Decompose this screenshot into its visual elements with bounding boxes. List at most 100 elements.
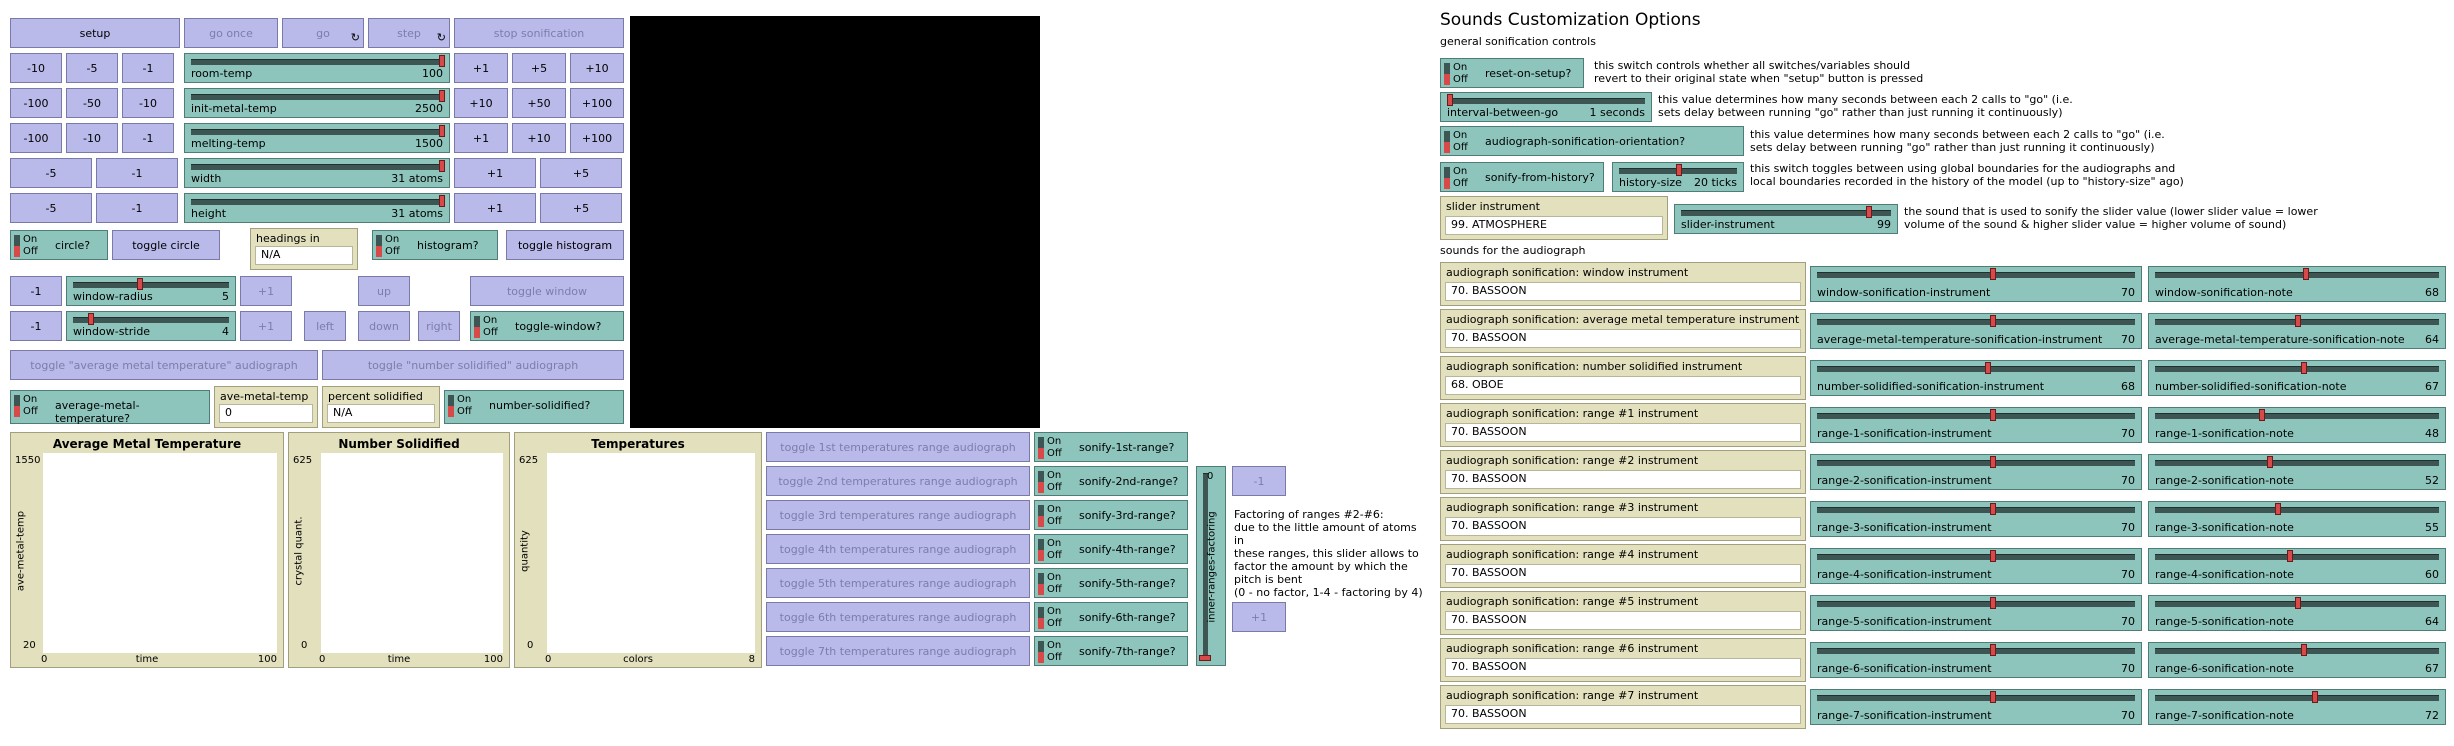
switch-toggle[interactable] (1444, 63, 1450, 85)
slider-track[interactable] (1817, 366, 2135, 372)
window-minus-button[interactable]: -1 (10, 311, 62, 341)
monitor-value[interactable]: 70. BASSOON (1445, 564, 1801, 583)
monitor-value[interactable]: 70. BASSOON (1445, 423, 1801, 442)
slider-track[interactable] (2155, 695, 2439, 701)
slider-track[interactable] (1203, 473, 1208, 659)
window-plus-button[interactable]: +1 (240, 276, 292, 306)
toggle-range-3-audiograph-button[interactable]: toggle 3rd temperatures range audiograph (766, 500, 1030, 530)
slider-track[interactable] (2155, 366, 2439, 372)
slider-thumb[interactable] (2303, 268, 2310, 280)
slider-track[interactable] (191, 129, 443, 135)
slider-thumb[interactable] (2258, 409, 2265, 421)
world-view[interactable] (630, 16, 1040, 428)
toggle-circle-button[interactable]: toggle circle (112, 230, 220, 260)
slider-thumb[interactable] (1866, 206, 1873, 218)
slider-track[interactable] (1817, 554, 2135, 560)
toggle-range-5-audiograph-button[interactable]: toggle 5th temperatures range audiograph (766, 568, 1030, 598)
slider-track[interactable] (1817, 319, 2135, 325)
slider-thumb[interactable] (2300, 644, 2307, 656)
decrement-button[interactable]: -10 (66, 123, 118, 153)
plot-area[interactable] (43, 453, 277, 653)
slider-track[interactable] (1817, 460, 2135, 466)
slider-thumb[interactable] (2275, 503, 2282, 515)
decrement-button[interactable]: -5 (66, 53, 118, 83)
right-button[interactable]: right (418, 311, 460, 341)
slider-thumb[interactable] (1989, 550, 1996, 562)
slider-thumb[interactable] (1989, 315, 1996, 327)
slider-thumb[interactable] (1989, 597, 1996, 609)
monitor-value[interactable]: 99. ATMOSPHERE (1445, 216, 1663, 235)
slider-thumb[interactable] (439, 160, 445, 172)
slider-track[interactable] (2155, 554, 2439, 560)
step-button[interactable]: step↻ (368, 18, 450, 48)
switch-toggle[interactable] (14, 395, 20, 417)
slider-thumb[interactable] (2295, 315, 2301, 327)
toggle-range-6-audiograph-button[interactable]: toggle 6th temperatures range audiograph (766, 602, 1030, 632)
increment-button[interactable]: +1 (454, 193, 536, 223)
switch-toggle[interactable] (1038, 641, 1044, 663)
slider-track[interactable] (2155, 648, 2439, 654)
slider-thumb[interactable] (88, 313, 95, 325)
slider-track[interactable] (191, 94, 443, 100)
slider-thumb[interactable] (1989, 409, 1996, 421)
slider-thumb[interactable] (1989, 503, 1996, 515)
go-once-button[interactable]: go once (184, 18, 278, 48)
toggle-range-7-audiograph-button[interactable]: toggle 7th temperatures range audiograph (766, 636, 1030, 666)
decrement-button[interactable]: -100 (10, 88, 62, 118)
slider-track[interactable] (1817, 507, 2135, 513)
increment-button[interactable]: +5 (540, 193, 622, 223)
slider-thumb[interactable] (1676, 164, 1682, 176)
slider-thumb[interactable] (136, 278, 143, 290)
slider-thumb[interactable] (2300, 362, 2307, 374)
increment-button[interactable]: +100 (570, 123, 624, 153)
increment-button[interactable]: +1 (454, 123, 508, 153)
slider-track[interactable] (191, 199, 443, 205)
slider-track[interactable] (73, 317, 229, 323)
slider-track[interactable] (1681, 210, 1891, 216)
toggle-range-1-audiograph-button[interactable]: toggle 1st temperatures range audiograph (766, 432, 1030, 462)
slider-track[interactable] (2155, 507, 2439, 513)
increment-button[interactable]: +1 (454, 53, 508, 83)
slider-number-solidified-sonification-instrument[interactable]: number-solidified-sonification-instrumen… (1810, 360, 2142, 396)
left-button[interactable]: left (304, 311, 346, 341)
slider-track[interactable] (1817, 695, 2135, 701)
switch-toggle[interactable] (474, 316, 480, 338)
decrement-button[interactable]: -1 (96, 193, 178, 223)
decrement-button[interactable]: -1 (122, 53, 174, 83)
slider-track[interactable] (1817, 648, 2135, 654)
switch-toggle[interactable] (376, 235, 382, 257)
switch-toggle[interactable] (1038, 437, 1044, 459)
slider-track[interactable] (191, 164, 443, 170)
stop-sonification-button[interactable]: stop sonification (454, 18, 624, 48)
decrement-button[interactable]: -5 (10, 158, 92, 188)
slider-track[interactable] (2155, 272, 2439, 278)
toggle-window-button[interactable]: toggle window (470, 276, 624, 306)
increment-button[interactable]: +50 (512, 88, 566, 118)
increment-button[interactable]: +10 (570, 53, 624, 83)
toggle-histogram-button[interactable]: toggle histogram (506, 230, 624, 260)
inner-ranges-plus-button[interactable]: +1 (1232, 602, 1286, 632)
slider-thumb[interactable] (2267, 456, 2273, 468)
slider-thumb[interactable] (1984, 362, 1991, 374)
decrement-button[interactable]: -10 (10, 53, 62, 83)
slider-thumb[interactable] (439, 195, 445, 207)
slider-thumb[interactable] (439, 125, 445, 137)
go-button[interactable]: go↻ (282, 18, 364, 48)
slider-track[interactable] (73, 282, 229, 288)
